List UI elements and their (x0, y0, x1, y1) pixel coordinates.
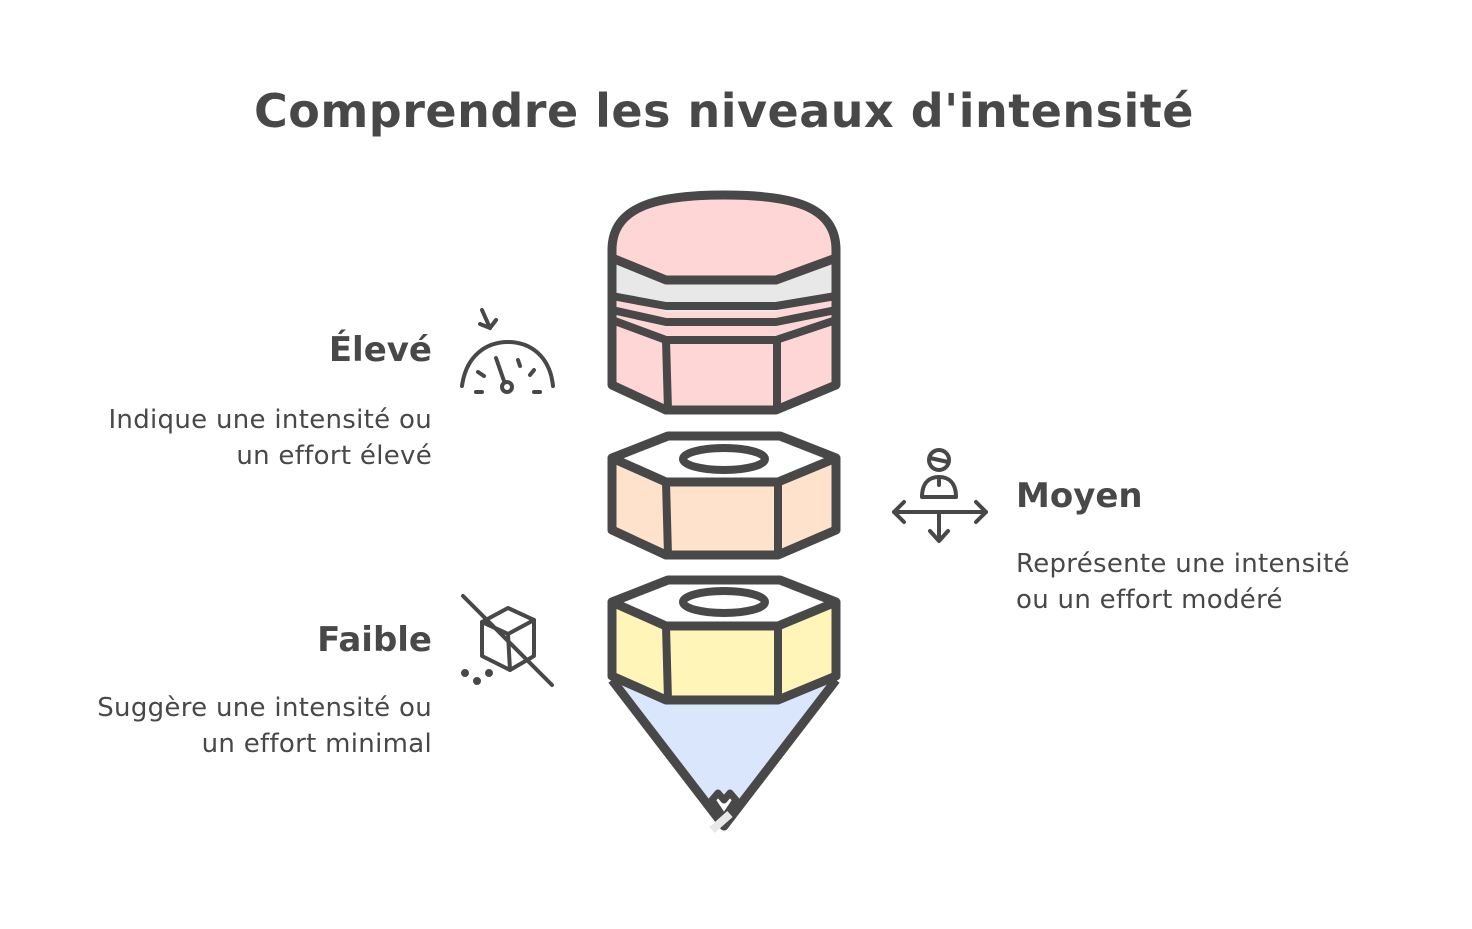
level-description-faible-line2: un effort minimal (201, 729, 432, 759)
level-description-faible: Suggère une intensité ou un effort minim… (40, 690, 432, 762)
person-balance-arrows-icon (892, 448, 988, 543)
level-description-faible-line1: Suggère une intensité ou (97, 693, 432, 723)
box-crossed-out-icon (461, 594, 554, 687)
level-description-eleve-line2: un effort élevé (236, 441, 432, 471)
level-heading-faible: Faible (317, 620, 432, 660)
page-title: Comprendre les niveaux d'intensité (253, 84, 1194, 138)
speedometer-icon (460, 308, 555, 394)
level-heading-moyen: Moyen (1016, 476, 1143, 516)
low-intensity-nut-tip (607, 575, 841, 833)
level-description-eleve: Indique une intensité ou un effort élevé (40, 402, 432, 474)
level-description-moyen: Représente une intensité ou un effort mo… (1016, 546, 1436, 618)
level-description-moyen-line1: Représente une intensité (1016, 549, 1350, 579)
medium-intensity-nut (607, 431, 841, 560)
high-intensity-cap (607, 190, 841, 415)
level-heading-eleve: Élevé (328, 330, 432, 370)
level-description-eleve-line1: Indique une intensité ou (108, 405, 432, 435)
level-description-moyen-line2: ou un effort modéré (1016, 585, 1283, 615)
